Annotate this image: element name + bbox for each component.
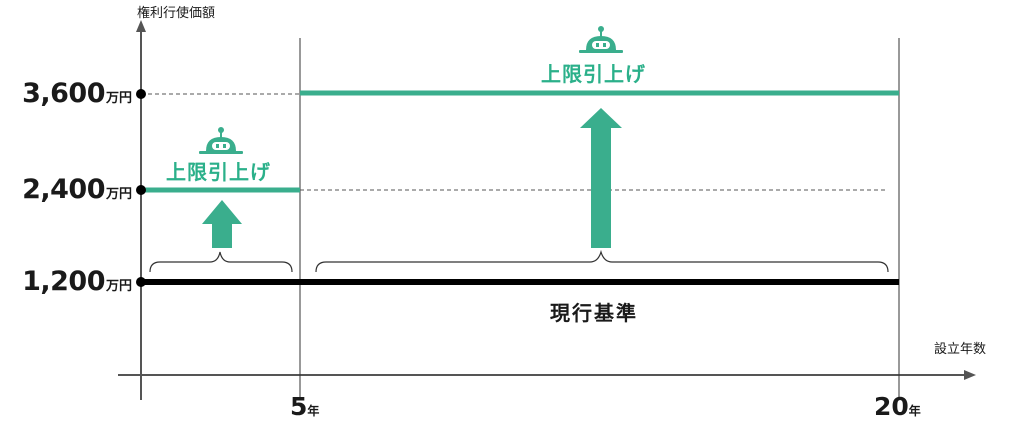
y-tick-label-1200: 1,200万円 bbox=[8, 266, 132, 297]
x-tick-unit: 年 bbox=[307, 404, 320, 418]
x-axis-arrowhead bbox=[964, 370, 976, 380]
tick-dot-2400 bbox=[136, 185, 146, 195]
robot-mascot-icon bbox=[199, 127, 243, 154]
raise-label-short: 上限引上げ bbox=[166, 160, 271, 184]
x-tick-label-20: 20年 bbox=[874, 392, 921, 421]
y-tick-label-3600: 3,600万円 bbox=[8, 78, 132, 109]
tick-dot-3600 bbox=[136, 89, 146, 99]
y-tick-unit: 万円 bbox=[105, 91, 132, 106]
x-tick-unit: 年 bbox=[908, 404, 921, 418]
robot-mascot-icon bbox=[579, 26, 623, 53]
y-axis-title: 権利行使価額 bbox=[137, 6, 216, 21]
y-tick-value: 1,200 bbox=[22, 266, 105, 297]
baseline-label: 現行基準 bbox=[550, 301, 638, 325]
raise-label-long: 上限引上げ bbox=[541, 62, 646, 86]
x-tick-value: 5 bbox=[290, 392, 308, 421]
up-arrow-icon bbox=[202, 200, 242, 248]
y-tick-label-2400: 2,400万円 bbox=[8, 174, 132, 205]
y-tick-unit: 万円 bbox=[105, 279, 132, 294]
up-arrow-icon bbox=[580, 108, 622, 248]
x-tick-label-5: 5年 bbox=[290, 392, 319, 421]
y-tick-unit: 万円 bbox=[105, 187, 132, 202]
curly-brace-icon bbox=[315, 249, 889, 273]
y-axis-arrowhead bbox=[136, 20, 146, 32]
tick-dot-1200 bbox=[136, 277, 146, 287]
y-tick-value: 2,400 bbox=[22, 174, 105, 205]
y-tick-value: 3,600 bbox=[22, 78, 105, 109]
curly-brace-icon bbox=[149, 251, 293, 273]
x-axis-title: 設立年数 bbox=[934, 342, 987, 357]
x-tick-value: 20 bbox=[874, 392, 909, 421]
